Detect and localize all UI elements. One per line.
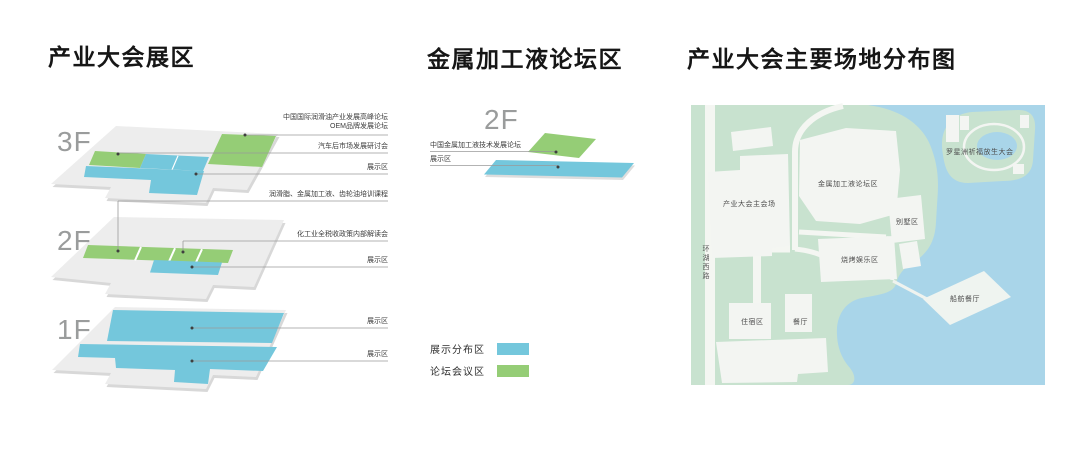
legend-label-forum: 论坛会议区 bbox=[430, 367, 485, 378]
map-label-restaurant: 餐厅 bbox=[793, 319, 808, 326]
floor-label-2f: 2F bbox=[57, 225, 92, 256]
map-label-boat-restaurant: 船舫餐厅 bbox=[950, 296, 980, 303]
exhibition-title: 产业大会展区 bbox=[48, 44, 195, 70]
boat-restaurant-shape bbox=[923, 271, 1011, 325]
map-label-lodging: 住宿区 bbox=[741, 319, 764, 326]
map-label-road: 环湖西路 bbox=[702, 245, 709, 281]
map-label-bbq: 烧烤娱乐区 bbox=[841, 257, 879, 264]
zone-forum-3f-left bbox=[89, 151, 146, 168]
floor-1f bbox=[52, 307, 288, 392]
callout-training-course: 润滑脂、金属加工液、齿轮油培训课程 bbox=[269, 191, 388, 198]
floor-3f bbox=[51, 126, 280, 206]
building-bbq bbox=[818, 236, 897, 282]
venue-map bbox=[691, 103, 1045, 385]
map-buildings bbox=[708, 127, 1011, 383]
lakeside-road bbox=[705, 105, 715, 385]
building-main-venue bbox=[708, 154, 790, 258]
zone-forum-2f-row bbox=[83, 245, 233, 263]
legend-swatch-forum bbox=[497, 365, 529, 377]
map-label-island-event: 罗星洲祈福放生大会 bbox=[946, 149, 1014, 156]
floor-label-3f: 3F bbox=[57, 126, 92, 157]
callout-auto-aftermarket: 汽车后市场发展研讨会 bbox=[318, 143, 388, 150]
forum-title: 金属加工液论坛区 bbox=[427, 46, 623, 72]
map-title: 产业大会主要场地分布图 bbox=[687, 46, 957, 72]
zone-display-3f-lower bbox=[84, 166, 204, 195]
callout-summit-forum: 中国国际润滑油产业发展高峰论坛 bbox=[283, 114, 388, 121]
legend-label-display: 展示分布区 bbox=[430, 345, 485, 356]
leader-lines bbox=[117, 134, 558, 362]
building-villa bbox=[888, 195, 925, 243]
island-pond bbox=[977, 132, 1017, 160]
callout-display-2f: 展示区 bbox=[367, 257, 388, 264]
leader-dots bbox=[116, 133, 560, 363]
island-buildings bbox=[946, 115, 1029, 174]
floor-label-1f: 1F bbox=[57, 314, 92, 345]
zone-display-1f-upper bbox=[107, 310, 284, 343]
callout-display-forum: 展示区 bbox=[430, 156, 451, 163]
map-label-main-venue: 产业大会主会场 bbox=[723, 201, 776, 208]
callout-display-3f: 展示区 bbox=[367, 164, 388, 171]
zone-forum-3f-right bbox=[208, 134, 276, 167]
callout-tax-policy: 化工业全税收政策内部解读会 bbox=[297, 231, 388, 238]
map-label-forum-area: 金属加工液论坛区 bbox=[818, 181, 878, 188]
building-small-east bbox=[899, 241, 921, 269]
zone-display-forum-2f bbox=[484, 160, 634, 178]
floor-label-forum-2f: 2F bbox=[484, 104, 519, 135]
floor-2f bbox=[51, 217, 286, 302]
zone-display-2f bbox=[150, 260, 222, 275]
exhibition-floors bbox=[51, 126, 288, 392]
building-small-north bbox=[731, 127, 773, 151]
building-restaurant bbox=[785, 294, 812, 332]
building-forum-area bbox=[799, 128, 900, 224]
zone-display-1f-lower bbox=[78, 344, 277, 384]
callout-mwf-forum: 中国金属加工液技术发展论坛 bbox=[430, 142, 521, 149]
zone-forum-forum-2f bbox=[528, 133, 596, 158]
island-loop-path bbox=[962, 122, 1026, 172]
legend-swatch-display bbox=[497, 343, 529, 355]
callout-oem-forum: OEM品牌发展论坛 bbox=[330, 123, 388, 130]
callout-display-1f-b: 展示区 bbox=[367, 351, 388, 358]
building-south-complex bbox=[716, 338, 828, 383]
callout-display-1f-a: 展示区 bbox=[367, 318, 388, 325]
boat-pier bbox=[892, 279, 928, 301]
map-label-villa: 别墅区 bbox=[896, 219, 919, 226]
building-lodging bbox=[729, 303, 771, 339]
